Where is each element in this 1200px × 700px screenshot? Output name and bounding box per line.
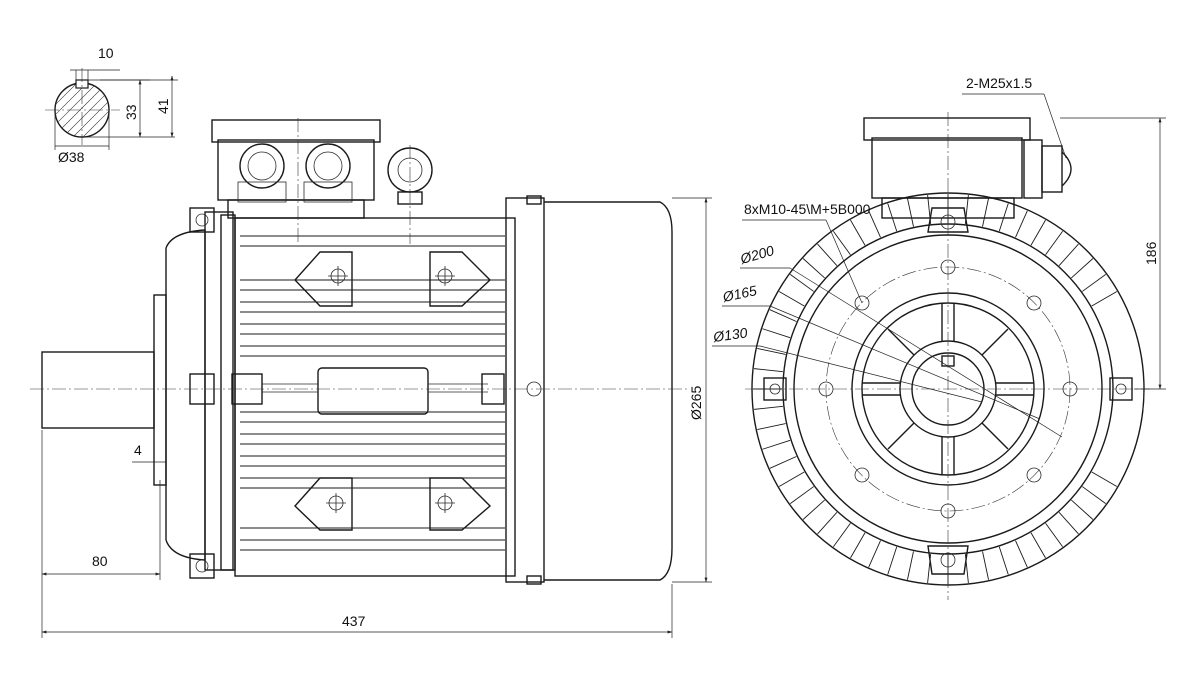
radial-fin [982,551,989,580]
lifting-eye-bolt [387,145,433,244]
motor-housing [234,217,516,577]
radial-fin [887,203,898,232]
shaft-length-label: 80 [92,553,108,569]
radial-fin [1071,499,1094,520]
side-view: 80 437 4 Ø265 [30,118,712,638]
radial-fin [1030,532,1046,559]
endshield-spokes [862,303,1034,475]
radial-fin [1071,258,1094,279]
terminal-box [211,118,381,244]
radial-fin [1045,230,1063,255]
center-height-label: 186 [1143,241,1159,265]
radial-fin [1091,291,1118,307]
radial-fin [769,309,797,322]
radial-fin [817,243,838,266]
radial-fin [817,512,838,535]
radial-fin [982,198,989,227]
cable-gland [1023,139,1072,199]
spigot-diameter-label: Ø165 [720,282,758,305]
radial-fin [802,258,825,279]
motor-shaft [41,351,155,429]
radial-fin [769,456,797,469]
radial-fin [868,210,881,238]
section-height-label: 41 [155,98,171,114]
radial-fin [1082,486,1107,504]
radial-fin [778,291,805,307]
housing-lugs [294,251,492,531]
radial-fin [1082,274,1107,292]
radial-fin [850,219,866,246]
radial-fin [998,546,1009,575]
radial-fin [998,203,1009,232]
radial-fin [1030,219,1046,246]
end-view: 8xM10-45\M+5B000 Ø200 Ø165 Ø130 2-M25x1.… [711,75,1166,600]
bore-diameter-label: Ø130 [711,324,748,345]
radial-fin [789,486,814,504]
fan-cover [505,195,673,585]
pitch-circle-label: Ø200 [737,242,775,267]
radial-fin [850,532,866,559]
radial-fin [757,348,786,355]
radial-fin [789,274,814,292]
radial-fin [778,471,805,487]
shaft-diameter-label: Ø38 [58,149,85,165]
key-width-label: 10 [98,45,114,61]
radial-fin [1045,523,1063,548]
housing-fins [240,235,505,551]
radial-fin [1058,243,1079,266]
frame-diameter-label: Ø265 [688,386,704,420]
radial-fin [1015,210,1028,238]
overall-length-label: 437 [342,613,366,629]
radial-fin [833,230,851,255]
front-shield-bolts [189,207,215,579]
radial-fin [833,523,851,548]
radial-fin [1015,540,1028,568]
radial-fin [802,499,825,520]
radial-fin [907,551,914,580]
cable-gland-label: 2-M25x1.5 [966,75,1032,91]
radial-fin [1058,512,1079,535]
mounting-holes-label: 8xM10-45\M+5B000 [744,201,871,217]
front-flange [153,294,167,486]
radial-fin [754,405,783,410]
radial-fin [907,198,914,227]
radial-fin [887,546,898,575]
end-terminal-box [863,117,1031,141]
radial-fin [754,368,783,373]
radial-fin [868,540,881,568]
flange-offset-label: 4 [134,442,142,458]
key-depth-label: 33 [123,104,139,120]
radial-fin [757,423,786,430]
shaft-cross-section: 10 33 41 Ø38 [45,45,178,165]
radial-fin [762,439,791,450]
radial-fin [762,328,791,339]
radial-fin [1091,471,1118,487]
nameplate [317,367,429,415]
